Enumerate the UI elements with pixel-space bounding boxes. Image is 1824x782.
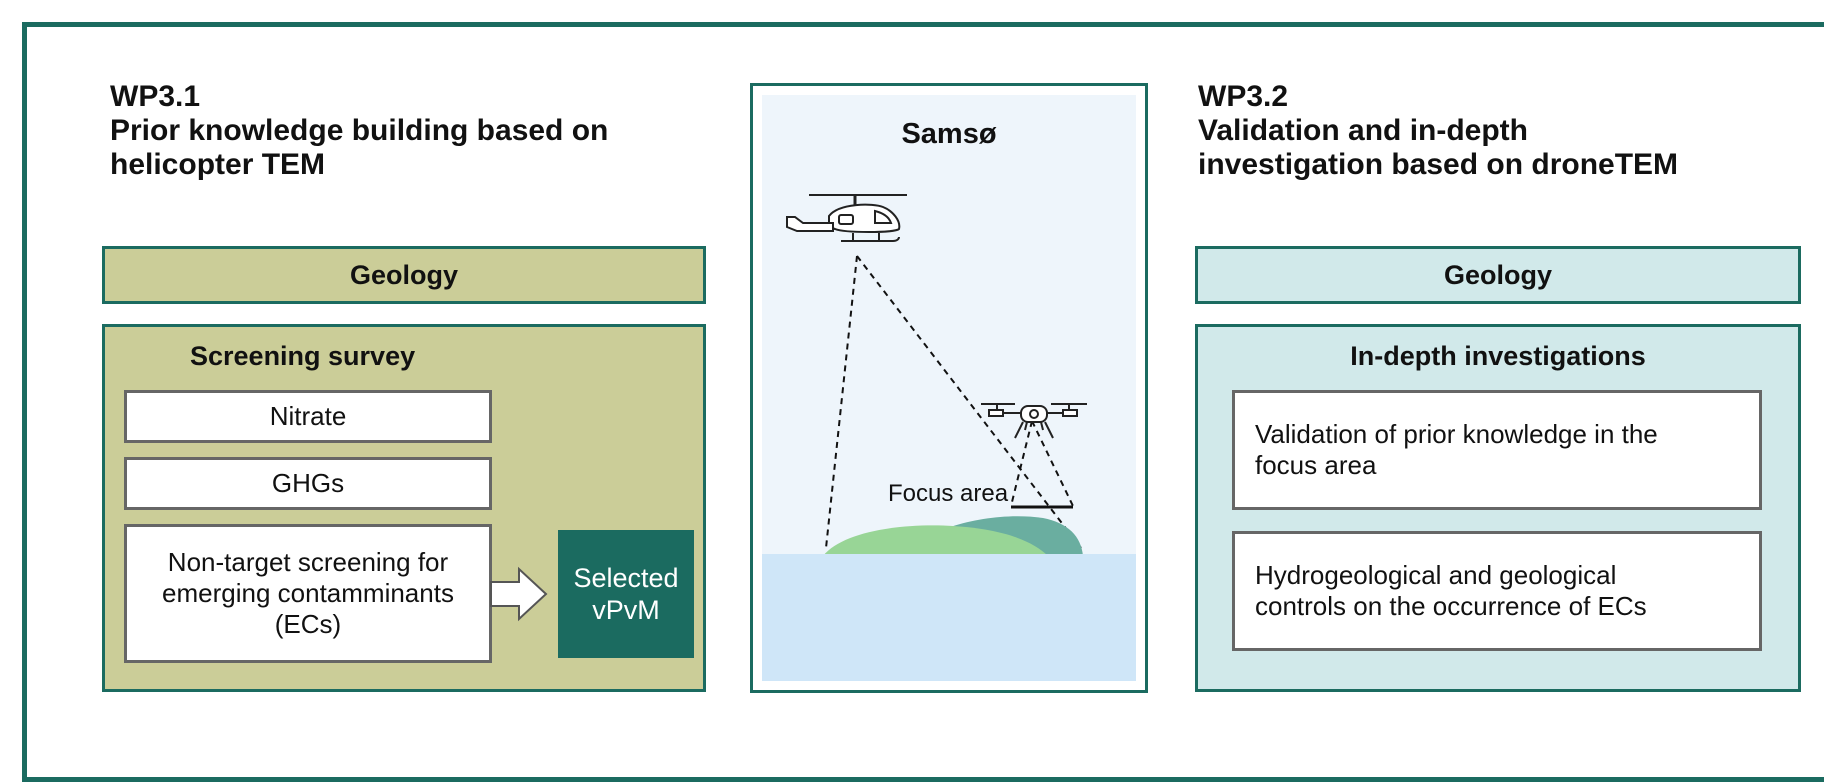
hydrogeological-label: Hydrogeological and geological controls …	[1255, 560, 1647, 621]
validation-label: Validation of prior knowledge in the foc…	[1255, 419, 1658, 480]
samso-title: Samsø	[901, 118, 997, 150]
drone-icon	[981, 403, 1087, 439]
non-target-screening-label: Non-target screening for emerging contam…	[162, 547, 454, 639]
helicopter-line-left	[825, 255, 858, 549]
screening-survey-title: Screening survey	[190, 341, 416, 371]
in-depth-investigations-title: In-depth investigations	[1350, 341, 1646, 371]
island-light	[823, 525, 1048, 556]
non-target-screening-box: Non-target screening for emerging contam…	[124, 524, 492, 663]
samso-illustration-panel: Samsø Focus area	[750, 83, 1148, 693]
selected-vpvm-box: Selected vPvM	[558, 530, 694, 658]
hydrogeological-box: Hydrogeological and geological controls …	[1232, 531, 1762, 651]
nitrate-box: Nitrate	[124, 390, 492, 443]
wp32-title: WP3.2 Validation and in-depth investigat…	[1198, 80, 1679, 181]
wp31-title: WP3.1 Prior knowledge building based on …	[110, 80, 609, 181]
left-geology-bar: Geology	[102, 246, 706, 304]
focus-area-label: Focus area	[888, 480, 1009, 507]
right-geology-bar: Geology	[1195, 246, 1801, 304]
ghgs-box: GHGs	[124, 457, 492, 510]
water-area	[762, 554, 1136, 681]
ghgs-label: GHGs	[271, 468, 345, 498]
samso-illustration	[762, 95, 1136, 681]
helicopter-icon	[786, 194, 907, 242]
drone-line-left	[1010, 420, 1033, 507]
drone-line-right	[1031, 420, 1074, 507]
right-geology-label: Geology	[1443, 259, 1552, 290]
left-geology-label: Geology	[349, 259, 458, 290]
nitrate-label: Nitrate	[269, 401, 347, 431]
validation-box: Validation of prior knowledge in the foc…	[1232, 390, 1762, 510]
arrow-right-icon	[490, 566, 548, 622]
